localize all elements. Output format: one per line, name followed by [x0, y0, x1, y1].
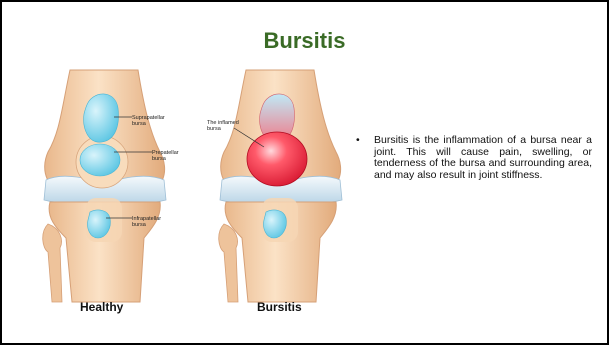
label-infrapatellar-2: bursa — [132, 222, 147, 228]
label-prepatellar-2: bursa — [152, 156, 167, 162]
suprapatellar-bursa-shape — [84, 94, 119, 142]
caption-healthy: Healthy — [80, 300, 123, 314]
bullet-dot-icon: • — [356, 135, 362, 181]
label-suprapatellar-2: bursa — [132, 121, 147, 127]
healthy-fibula — [43, 224, 62, 302]
bursitis-fibula — [219, 224, 238, 302]
caption-bursitis: Bursitis — [257, 300, 302, 314]
bullet-text: Bursitis is the inflammation of a bursa … — [374, 135, 592, 181]
bullet-list-item: • Bursitis is the inflammation of a burs… — [356, 135, 592, 181]
prepatellar-bursa-shape — [80, 144, 120, 176]
bursitis-knee: The inflamed bursa — [207, 70, 342, 302]
label-inflamed-2: bursa — [207, 126, 222, 132]
healthy-knee: Suprapatellar bursa Prepatellar bursa In… — [43, 70, 179, 302]
inflamed-bursa-shape — [247, 132, 307, 186]
